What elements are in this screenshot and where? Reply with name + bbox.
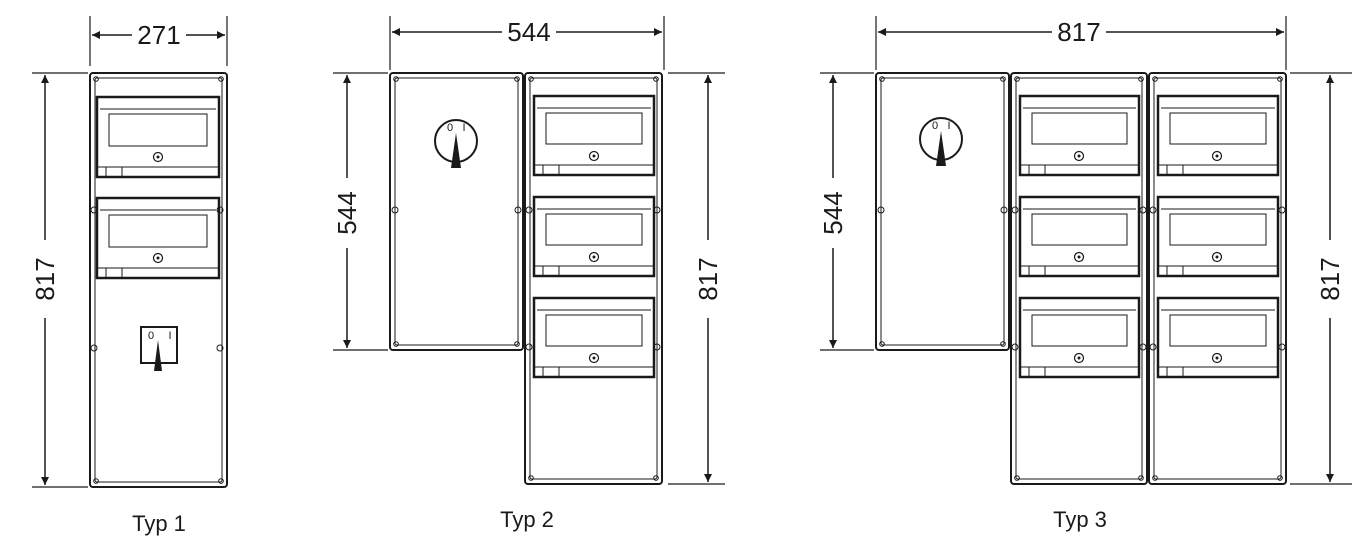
rotary-switch-icon: 0 I [434, 119, 478, 168]
type-3-module [1156, 296, 1280, 379]
type-2-column-height-dimension: 544 [332, 72, 388, 351]
type-1-height-dimension: 817 [30, 72, 88, 488]
type-3-column-height-dimension: 544 [818, 72, 874, 351]
type-2-height-label: 817 [693, 257, 723, 300]
switch-on-label: I [462, 122, 465, 134]
switch-on-label: I [168, 330, 171, 342]
type-1-enclosure: 0 I [89, 72, 228, 488]
type-1-width-label: 271 [137, 20, 180, 50]
switch-off-label: 0 [148, 330, 154, 342]
type-1-module [95, 95, 221, 179]
type-3-switch-column: 0 I [875, 72, 1010, 351]
type-3-module [1018, 195, 1141, 278]
type-3-group: 817 544 817 0 I [818, 16, 1352, 532]
type-2-switch-column: 0 I [389, 72, 524, 351]
type-3-module [1018, 296, 1141, 379]
switch-on-label: I [947, 120, 950, 132]
type-3-height-dimension: 817 [1290, 72, 1352, 485]
type-3-module [1156, 195, 1280, 278]
type-3-height-label: 817 [1315, 257, 1345, 300]
type-2-column-height-label: 544 [332, 191, 362, 234]
type-1-caption: Typ 1 [132, 511, 186, 536]
type-2-caption: Typ 2 [500, 507, 554, 532]
switch-off-label: 0 [932, 120, 938, 132]
type-3-width-dimension: 817 [875, 16, 1287, 70]
type-3-caption: Typ 3 [1053, 507, 1107, 532]
type-2-group: 544 544 817 0 I [332, 16, 725, 532]
type-2-width-dimension: 544 [389, 16, 665, 70]
type-3-column-height-label: 544 [818, 191, 848, 234]
type-3-module-column [1148, 72, 1287, 485]
type-2-module [532, 195, 656, 278]
type-3-module-column [1010, 72, 1148, 485]
rotary-switch-icon: 0 I [140, 326, 178, 371]
type-3-module [1156, 94, 1280, 177]
type-1-group: 271 817 [30, 16, 228, 536]
type-2-width-label: 544 [507, 17, 550, 47]
type-2-height-dimension: 817 [668, 72, 725, 485]
type-1-height-label: 817 [30, 257, 60, 300]
type-2-module-column [524, 72, 663, 485]
type-3-module [1018, 94, 1141, 177]
type-1-module [95, 196, 221, 280]
type-2-module [532, 296, 656, 379]
switch-off-label: 0 [447, 122, 453, 134]
rotary-switch-icon: 0 I [919, 117, 963, 166]
type-3-width-label: 817 [1057, 17, 1100, 47]
type-2-module [532, 94, 656, 177]
type-1-width-dimension: 271 [89, 16, 228, 66]
